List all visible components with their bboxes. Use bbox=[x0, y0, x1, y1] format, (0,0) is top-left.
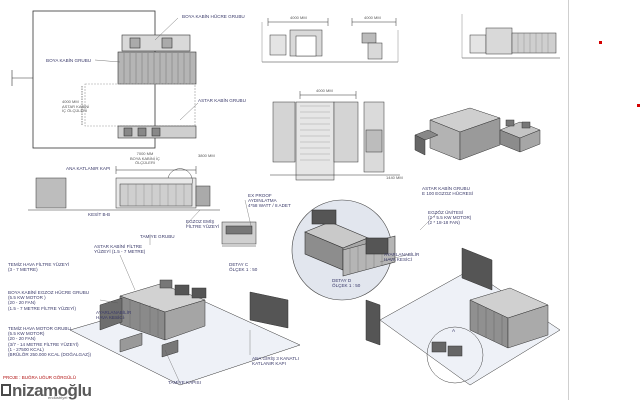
label-ex-proof: EX PROOF AYDINLATMA 4*58 WATT / 8 ADET bbox=[248, 193, 291, 209]
dimension-3800: 3800 MM bbox=[198, 153, 215, 158]
label-ayarlanabilir: AYARLANABİLİR HAVA KESİCİ bbox=[96, 310, 132, 321]
label-detay-d: DETAY D ÖLÇEK 1 : 50 bbox=[332, 278, 361, 289]
label-egzoz-unitesi: EGZOZ ÜNİTESİ (2 * 5.5 KW MOTOR) (2 * 18… bbox=[428, 210, 472, 226]
drawing-sheet: BOYA KABİN HÜCRE GRUBU BOYA KABİN GRUBU … bbox=[0, 0, 568, 400]
technical-drawing bbox=[11, 10, 561, 386]
dimension-1440: 1440 MM bbox=[386, 175, 403, 180]
label-temiz-hava-motor: TEMİZ HAVA MOTOR GRUBU (5.5 KW MOTOR) (2… bbox=[8, 326, 92, 358]
brand-subtitle: endüstriyel bbox=[48, 395, 68, 400]
front-elevation-views bbox=[261, 14, 560, 63]
label-boya-kabin-grubu: BOYA KABİN GRUBU bbox=[46, 58, 92, 63]
section-b-b bbox=[28, 166, 220, 211]
brand-name: nizamoğlu bbox=[12, 381, 92, 400]
project-title: PROJE : BUĞRA UĞUR GÖRGÜLÜ bbox=[3, 375, 77, 380]
label-ayarlanabilir-2: AYARLANABİLİR HAVA KESİCİ bbox=[384, 252, 420, 263]
label-temiz-hava-filtre: TEMİZ HAVA FİLTRE YÜZEYİ (3 - 7 METRE) bbox=[8, 262, 70, 273]
dimension-side: 4000 MM ASTAR KABİNİ İÇ ÖLÇÜLERİ bbox=[62, 99, 90, 114]
label-detail-a: A bbox=[452, 328, 456, 333]
label-tamiye-kapisi: TAMİYE KAPISI bbox=[168, 380, 201, 385]
label-astar-kabin-filtre: ASTAR KABİNİ FİLTRE YÜZEYİ (1.5 - 7 METR… bbox=[94, 244, 146, 255]
label-astar-kabin-egzoz: ASTAR KABİN GRUBU E 100 EGZOZ HÜCRESİ bbox=[422, 186, 474, 197]
label-egzoz-emis: EGZOZ EMİŞ FİLTRE YÜZEYİ bbox=[186, 219, 220, 230]
label-ana-katlanir-kapi: ANA KATLANIR KAPI bbox=[66, 166, 111, 171]
label-detay-c: DETAY C ÖLÇEK 1 : 50 bbox=[229, 262, 258, 273]
plan-view bbox=[11, 10, 199, 149]
isometric-bottom-right bbox=[365, 247, 561, 386]
dimension-4000-c: 4000 MM bbox=[316, 88, 333, 93]
viewer-side-panel bbox=[568, 0, 640, 400]
brand-logo-icon bbox=[1, 384, 11, 396]
isometric-top-right bbox=[414, 107, 541, 161]
label-kesit: KESİT B-B bbox=[88, 212, 111, 217]
label-astar-kabin-grubu: ASTAR KABİN GRUBU bbox=[198, 98, 246, 103]
isometric-main bbox=[69, 279, 301, 386]
dimension-4000-b: 4000 MM bbox=[364, 15, 381, 20]
side-views bbox=[270, 91, 400, 181]
dimension-7000: 7000 MM BOYA KABİNİ İÇ ÖLÇÜLERİ bbox=[130, 151, 160, 166]
label-boya-kabini-egzoz: BOYA KABİNİ EGZOZ HÜCRE GRUBU (5.5 KW MO… bbox=[8, 290, 90, 311]
label-ana-giris: ANA GİRİŞ 3 KANATLI KATLANIR KAPI bbox=[252, 356, 299, 367]
detail-d bbox=[291, 199, 396, 301]
marker-top bbox=[599, 41, 602, 44]
detail-c bbox=[221, 221, 257, 247]
label-boya-kabin-hucre: BOYA KABİN HÜCRE GRUBU bbox=[182, 14, 245, 19]
label-tamiye-grubu: TAMİYE GRUBU bbox=[140, 234, 175, 239]
marker-bottom bbox=[637, 104, 640, 107]
dimension-4000-a: 4000 MM bbox=[290, 15, 307, 20]
